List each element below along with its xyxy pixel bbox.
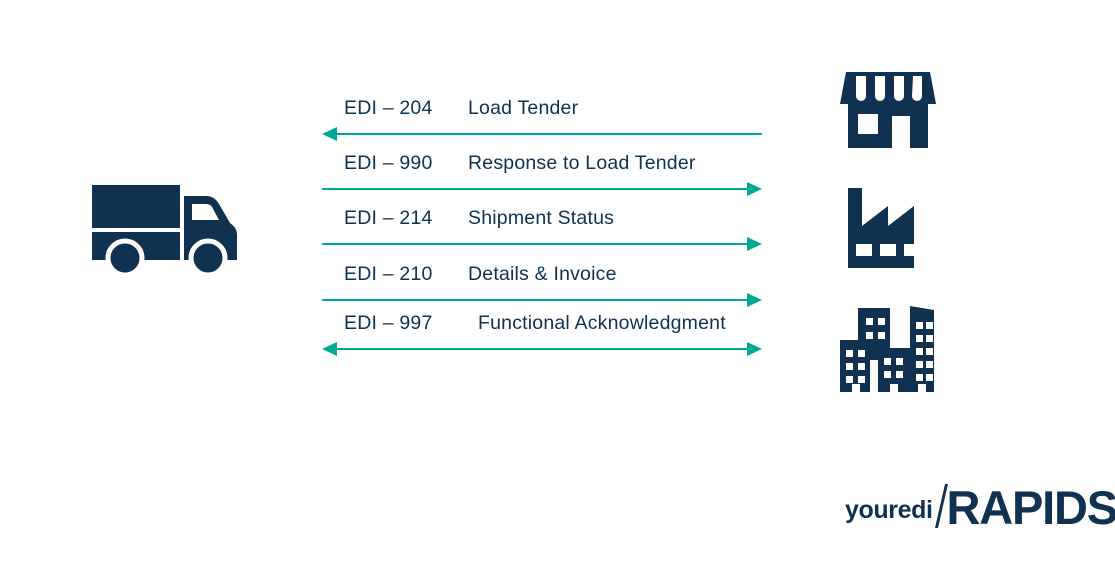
flow-arrow-left (322, 126, 762, 142)
message-row: EDI – 204 Load Tender (322, 96, 762, 142)
edi-description: Response to Load Tender (468, 152, 696, 174)
store-icon (840, 58, 936, 154)
message-row: EDI – 990 Response to Load Tender (322, 151, 762, 197)
edi-code: EDI – 210 (344, 263, 433, 285)
message-labels: EDI – 204 Load Tender (322, 96, 762, 124)
edi-code: EDI – 214 (344, 207, 433, 229)
edi-description: Shipment Status (468, 207, 615, 229)
logo-slash-icon (934, 484, 948, 528)
message-flow-list: EDI – 204 Load Tender EDI – 990 Response… (322, 96, 762, 357)
edi-code: EDI – 997 (344, 312, 433, 334)
edi-code: EDI – 990 (344, 152, 433, 174)
youredi-rapids-logo: youredi RAPIDS (845, 480, 1115, 534)
flow-arrow-right (322, 181, 762, 197)
flow-arrow-right (322, 292, 762, 308)
message-row: EDI – 214 Shipment Status (322, 206, 762, 252)
flow-arrow-bidirectional (322, 341, 762, 357)
message-labels: EDI – 214 Shipment Status (322, 206, 762, 234)
truck-icon (92, 180, 244, 278)
message-labels: EDI – 997 Functional Acknowledgment (322, 311, 762, 339)
message-row: EDI – 997 Functional Acknowledgment (322, 311, 762, 357)
message-row: EDI – 210 Details & Invoice (322, 262, 762, 308)
logo-wordmark-rapids: RAPIDS (946, 481, 1115, 534)
flow-arrow-right (322, 236, 762, 252)
message-labels: EDI – 210 Details & Invoice (322, 262, 762, 290)
edi-code: EDI – 204 (344, 97, 433, 119)
edi-description: Details & Invoice (468, 263, 617, 285)
city-buildings-icon (834, 300, 934, 396)
message-labels: EDI – 990 Response to Load Tender (322, 151, 762, 179)
edi-description: Functional Acknowledgment (478, 312, 726, 334)
factory-icon (840, 178, 936, 274)
logo-wordmark-youredi: youredi (845, 496, 933, 524)
edi-description: Load Tender (468, 97, 579, 119)
